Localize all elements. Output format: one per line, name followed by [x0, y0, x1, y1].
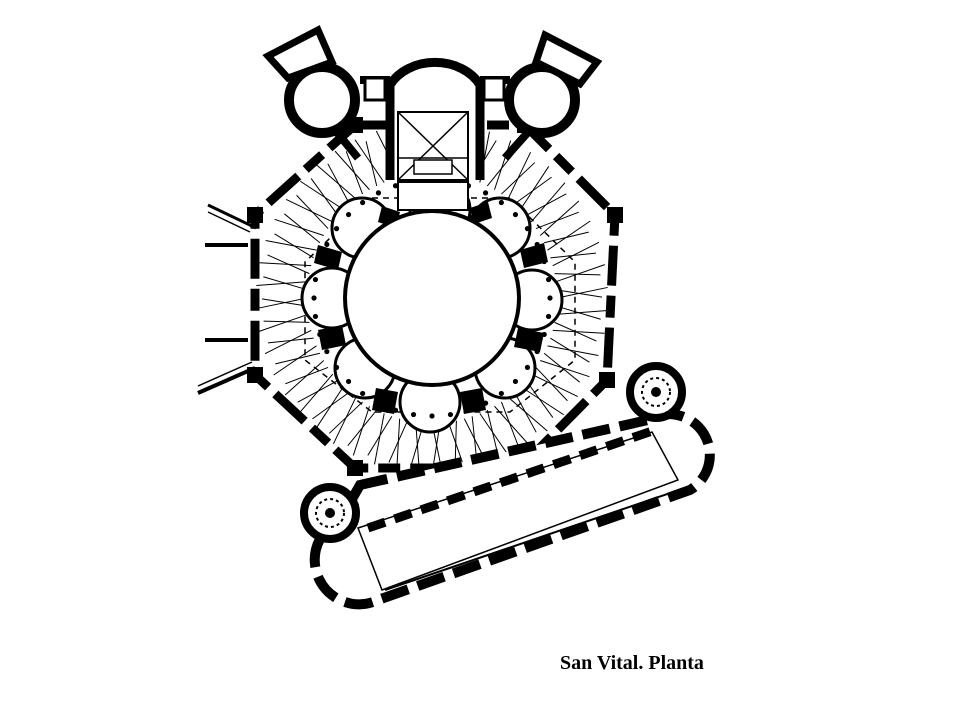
figure-caption: San Vital. Planta	[560, 652, 704, 674]
vault-line	[352, 406, 370, 456]
vault-line	[298, 373, 334, 414]
corner-pier	[599, 372, 615, 388]
column-dot	[375, 190, 382, 196]
vault-line	[334, 150, 370, 191]
stair-tower-right	[626, 362, 686, 422]
column-dot	[410, 411, 417, 418]
vault-line	[555, 264, 605, 283]
vault-line	[530, 373, 579, 398]
vault-line	[300, 180, 344, 211]
column-dot	[311, 295, 317, 301]
vault-line	[259, 313, 309, 332]
column-dot	[512, 378, 519, 385]
vault-line	[556, 286, 608, 299]
vault-line	[552, 329, 605, 334]
vault-line	[273, 345, 317, 376]
corner-pier	[247, 207, 263, 223]
column-dot	[545, 276, 552, 283]
vault-line	[479, 413, 510, 457]
central-pillars	[314, 202, 548, 414]
vault-line	[259, 262, 312, 267]
presbytery	[360, 57, 510, 211]
vault-line	[256, 281, 309, 287]
column-dot	[324, 241, 330, 248]
vault-line	[520, 385, 564, 416]
column-dot	[317, 331, 323, 338]
column-dot	[534, 241, 540, 248]
central-dome	[343, 209, 521, 387]
vault-line	[552, 241, 600, 267]
vault-line	[539, 200, 580, 236]
vault-line	[265, 240, 317, 251]
column-dot	[333, 226, 340, 232]
vault-line	[555, 309, 608, 315]
column-dot	[447, 411, 454, 418]
vault-line	[530, 182, 566, 223]
vault-line	[256, 297, 308, 310]
column-dot	[312, 313, 319, 320]
vault-line	[547, 345, 599, 356]
vault-line	[354, 139, 385, 183]
column-dot	[360, 199, 366, 206]
column-dot	[512, 211, 519, 218]
vault-line	[314, 386, 345, 430]
vault-line	[284, 360, 325, 396]
column-dot	[312, 276, 319, 283]
vault-line	[396, 418, 401, 471]
vault-line	[556, 289, 603, 298]
column-dot	[333, 364, 340, 370]
column-dot	[392, 183, 399, 189]
column-dot	[324, 348, 330, 355]
column-dot	[498, 199, 504, 206]
side-chapels	[262, 25, 603, 161]
vault-line	[540, 360, 590, 378]
column-dot	[429, 413, 435, 419]
vault-line	[374, 413, 385, 465]
narthex	[309, 409, 715, 610]
vault-line	[285, 198, 334, 223]
column-dot	[524, 364, 531, 370]
vault-line	[332, 396, 357, 445]
vault-line	[507, 151, 532, 200]
vault-line	[547, 220, 591, 251]
column-dot	[482, 190, 489, 196]
column-dot	[345, 378, 352, 385]
vault-line	[494, 140, 512, 190]
column-dot	[392, 407, 399, 413]
stair-tower-left	[300, 483, 360, 543]
corner-pier	[347, 460, 363, 476]
column-dot	[547, 295, 553, 301]
column-dot	[541, 331, 547, 338]
column-dot	[545, 313, 552, 320]
column-dot	[541, 258, 547, 265]
vault-line	[274, 218, 324, 236]
column-dot	[375, 400, 382, 406]
column-dot	[345, 211, 352, 218]
column-dot	[482, 400, 489, 406]
stair-towers	[300, 362, 686, 543]
vault-line	[507, 396, 548, 432]
column-dot	[465, 407, 472, 413]
column-dot	[360, 390, 366, 397]
column-dot	[524, 226, 531, 232]
corner-pier	[607, 207, 623, 223]
vault-line	[316, 164, 357, 200]
column-dot	[498, 390, 504, 397]
vault-line	[519, 166, 550, 210]
vault-line	[264, 329, 312, 355]
column-dot	[317, 258, 323, 265]
west-entrance-lines	[197, 203, 257, 395]
column-dot	[534, 348, 540, 355]
